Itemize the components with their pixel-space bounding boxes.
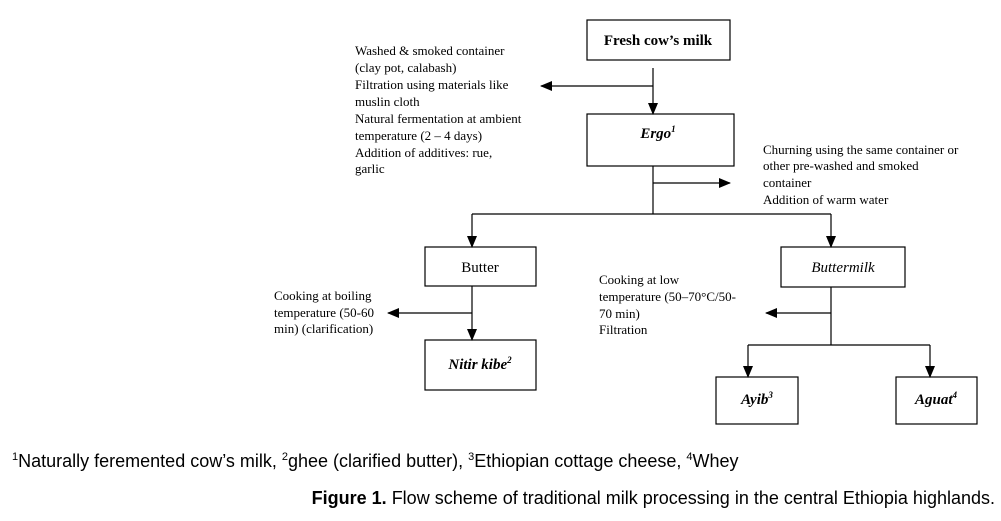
footnote-4-text: Whey bbox=[692, 451, 739, 471]
flow-diagram: Fresh cow’s milk Ergo1 Butter Buttermilk… bbox=[274, 19, 978, 425]
node-aguat-label: Aguat4 bbox=[914, 390, 958, 408]
node-buttermilk: Buttermilk bbox=[780, 246, 906, 288]
node-fresh-milk-label: Fresh cow’s milk bbox=[604, 33, 713, 49]
node-nitir-kibe: Nitir kibe2 bbox=[424, 339, 537, 391]
node-butter-label: Butter bbox=[461, 260, 499, 276]
node-buttermilk-label: Buttermilk bbox=[811, 260, 875, 276]
footnote-1-text: Naturally feremented cow’s milk, bbox=[18, 451, 282, 471]
node-ayib: Ayib3 bbox=[715, 376, 799, 425]
note-clarification: Cooking at boiling temperature (50-60 mi… bbox=[274, 288, 377, 336]
figure-caption-label: Figure 1. bbox=[311, 488, 387, 508]
footnote-4-marker: 4 bbox=[686, 451, 693, 463]
node-ayib-label: Ayib3 bbox=[740, 390, 773, 408]
note-fermentation: Washed & smoked container (clay pot, cal… bbox=[355, 43, 525, 176]
footnote-3-marker: 3 bbox=[468, 451, 475, 463]
node-ergo: Ergo1 bbox=[586, 113, 735, 167]
note-churning: Churning using the same container or oth… bbox=[763, 142, 962, 207]
node-fresh-milk: Fresh cow’s milk bbox=[586, 19, 731, 61]
node-nitir-kibe-label: Nitir kibe2 bbox=[447, 355, 512, 373]
note-cooking-low: Cooking at low temperature (50–70°C/50- … bbox=[599, 272, 739, 337]
node-butter: Butter bbox=[424, 246, 537, 287]
node-aguat: Aguat4 bbox=[895, 376, 978, 425]
figure-caption-text: Flow scheme of traditional milk processi… bbox=[386, 488, 995, 508]
footnote-1-marker: 1 bbox=[12, 451, 19, 463]
footnotes: 1Naturally feremented cow’s milk, 2ghee … bbox=[12, 451, 739, 472]
node-ergo-label: Ergo1 bbox=[639, 124, 675, 142]
footnote-3-text: Ethiopian cottage cheese, bbox=[474, 451, 687, 471]
figure-caption: Figure 1. Flow scheme of traditional mil… bbox=[312, 488, 995, 509]
footnote-2-text: ghee (clarified butter), bbox=[288, 451, 469, 471]
footnote-2-marker: 2 bbox=[281, 451, 289, 463]
